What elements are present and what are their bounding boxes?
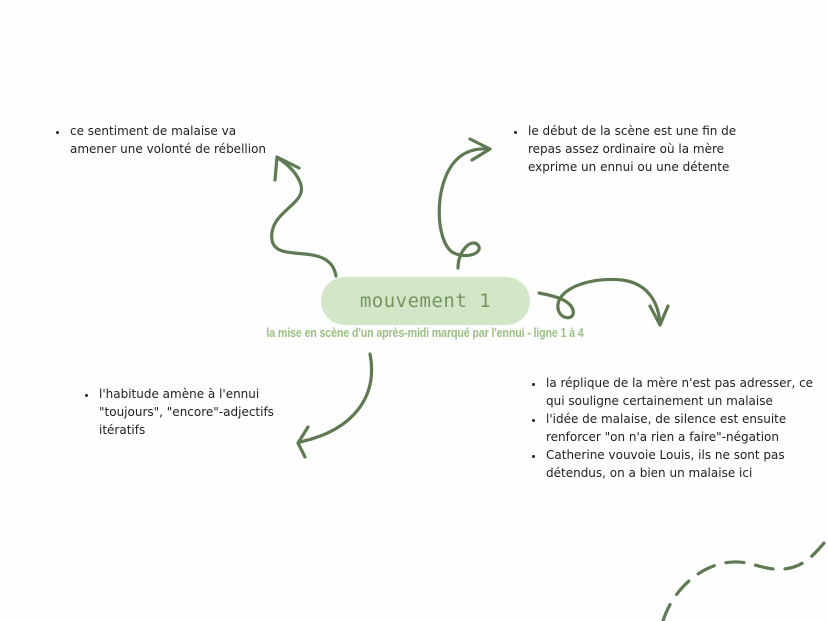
list-item: ce sentiment de malaise va amener une vo… xyxy=(68,122,268,158)
list-item: Catherine vouvoie Louis, ils ne sont pas… xyxy=(544,446,814,482)
arrow-to-top-right xyxy=(437,137,492,270)
decorative-dashed-curve xyxy=(661,535,828,621)
arrow-to-bottom-right xyxy=(537,277,670,327)
central-node[interactable]: mouvement 1 xyxy=(321,277,530,325)
arrow-to-top-left xyxy=(270,155,338,278)
central-node-title: mouvement 1 xyxy=(359,290,492,312)
central-node-subtitle: la mise en scène d'un après-midi marqué … xyxy=(266,326,584,340)
note-bottom-left: l'habitude amène à l'ennui "toujours", "… xyxy=(79,385,307,439)
list-item: l'idée de malaise, de silence est ensuit… xyxy=(544,410,814,446)
note-top-right: le début de la scène est une fin de repa… xyxy=(508,122,766,176)
list-item: l'habitude amène à l'ennui "toujours", "… xyxy=(97,385,307,439)
list-item: le début de la scène est une fin de repa… xyxy=(526,122,766,176)
note-bottom-right: la réplique de la mère n'est pas adresse… xyxy=(526,374,814,482)
list-item: la réplique de la mère n'est pas adresse… xyxy=(544,374,814,410)
arrow-to-bottom-left xyxy=(296,352,374,459)
note-top-left: ce sentiment de malaise va amener une vo… xyxy=(50,122,268,158)
